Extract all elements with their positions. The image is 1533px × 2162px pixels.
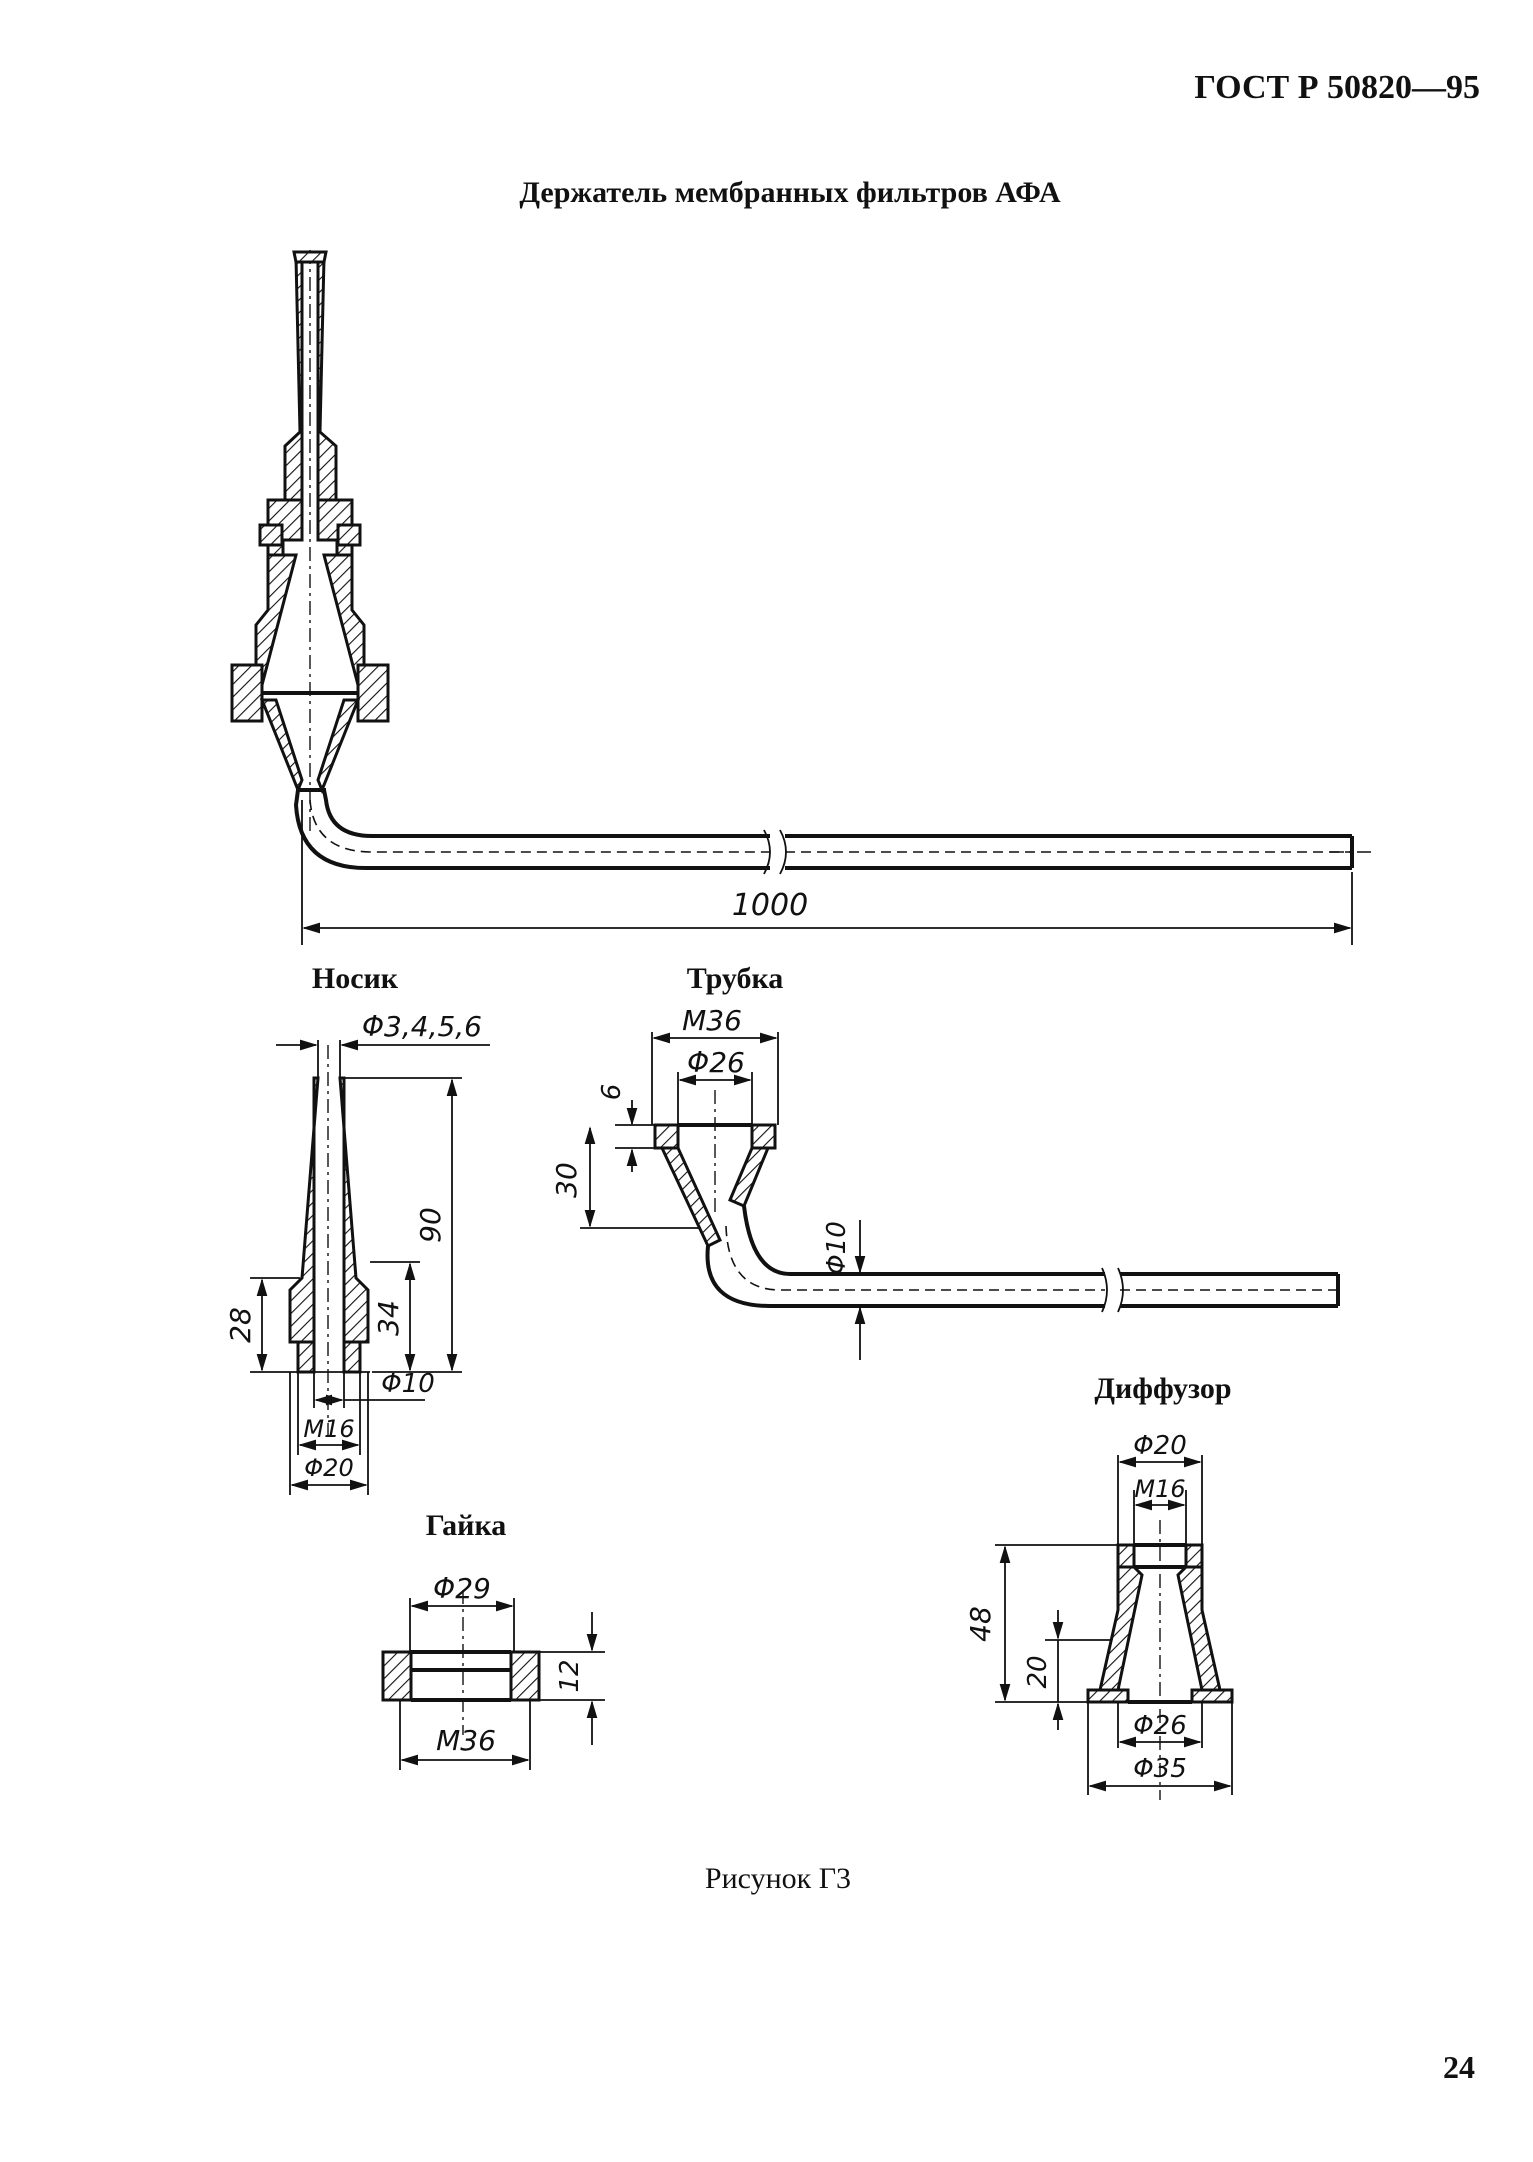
gaika-dim-top: Φ29 <box>433 1572 491 1605</box>
diffuzor-dim-height: 48 <box>964 1606 997 1642</box>
diffuzor-label: Диффузор <box>1094 1372 1231 1405</box>
gaika-dim-thread: M36 <box>436 1724 496 1757</box>
trubka-detail: Трубка M36 Φ26 6 <box>550 962 1340 1360</box>
diffuzor-detail: Диффузор Φ20 M16 48 20 <box>964 1372 1234 1800</box>
trubka-dim-tube: Φ10 <box>822 1221 852 1275</box>
diffuzor-dim-thread: M16 <box>1134 1475 1185 1503</box>
trubka-dim-bore: Φ26 <box>687 1046 745 1079</box>
trubka-dim-cone: 30 <box>550 1162 583 1198</box>
page-number: 24 <box>1443 2049 1475 2085</box>
trubka-dim-flange: 6 <box>597 1084 627 1101</box>
trubka-dim-thread: M36 <box>682 1004 742 1037</box>
nosik-dim-body: 34 <box>372 1300 405 1336</box>
gaika-dim-height: 12 <box>555 1659 585 1692</box>
figure-caption: Рисунок Г3 <box>705 1862 851 1895</box>
diffuzor-dim-base: Φ35 <box>1133 1754 1187 1784</box>
nosik-detail: Носик Φ3,4,5,6 90 34 28 <box>224 962 490 1495</box>
nosik-dim-thread: M16 <box>303 1415 354 1443</box>
nosik-label: Носик <box>312 962 399 995</box>
diffuzor-dim-outer: Φ20 <box>1133 1431 1187 1461</box>
nosik-dim-base: 28 <box>224 1307 257 1343</box>
diffuzor-dim-bore: Φ26 <box>1133 1711 1187 1741</box>
nosik-dim-outer: Φ20 <box>304 1454 353 1482</box>
diffuzor-dim-lower: 20 <box>1023 1655 1053 1688</box>
nosik-dim-height: 90 <box>414 1207 447 1243</box>
nosik-dim-tip: Φ3,4,5,6 <box>362 1010 482 1043</box>
gaika-detail: Гайка Φ29 M36 12 <box>381 1509 605 1770</box>
dim-overall-length: 1000 <box>732 888 808 923</box>
standard-code: ГОСТ Р 50820—95 <box>1194 69 1480 106</box>
gaika-label: Гайка <box>426 1509 507 1542</box>
drawing-title: Держатель мембранных фильтров АФА <box>519 176 1061 209</box>
nosik-dim-inner: Φ10 <box>381 1369 435 1399</box>
trubka-label: Трубка <box>687 962 784 995</box>
assembly-view: 1000 <box>230 250 1372 945</box>
